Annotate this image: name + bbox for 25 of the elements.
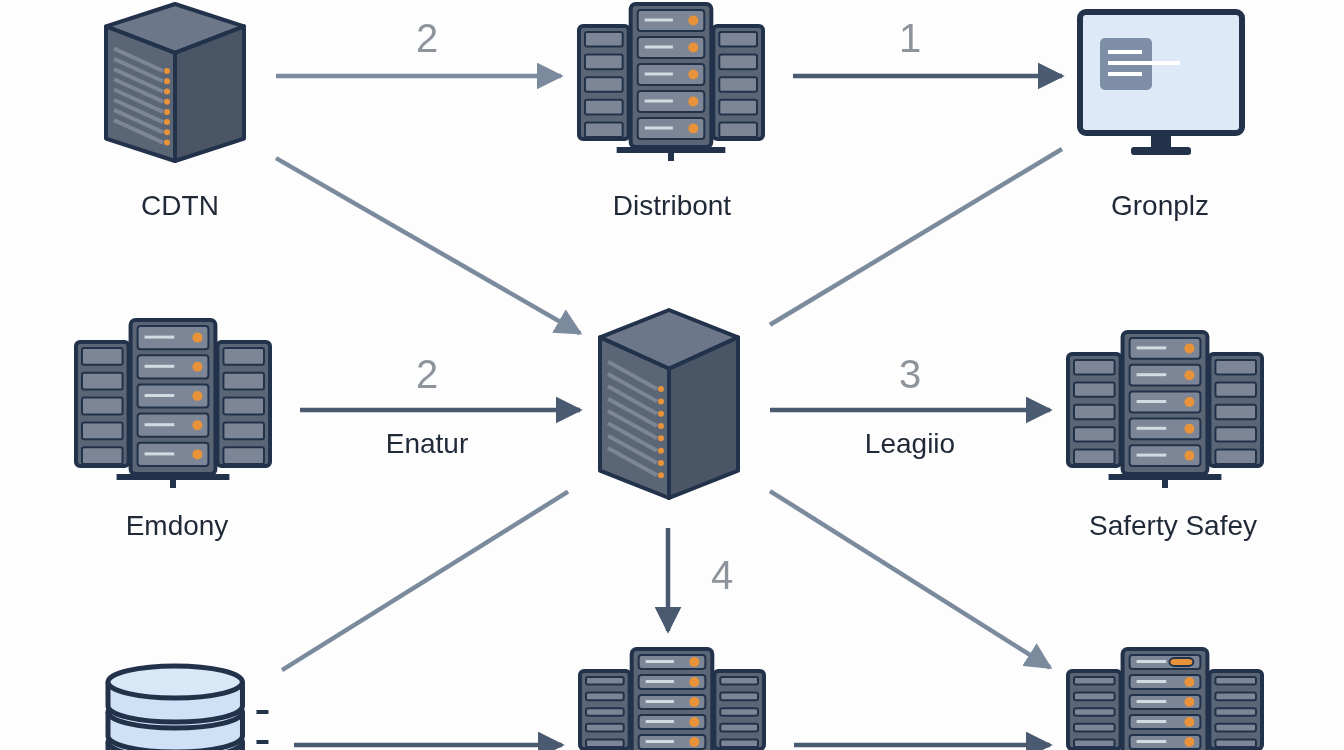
node-caption: Saferty Safey [1088, 510, 1258, 542]
edge-label: 4 [710, 552, 734, 598]
arrow [794, 731, 1053, 750]
arrow [274, 156, 583, 336]
node-caption: Emdony [125, 510, 229, 542]
edge-label: 2 [415, 15, 439, 61]
arrow [300, 396, 583, 424]
edge-label: 1 [898, 15, 922, 61]
connector-line [280, 489, 570, 672]
text-label: Leagiio [864, 428, 956, 460]
arrow [294, 731, 565, 750]
arrow [276, 62, 564, 90]
arrow [793, 62, 1065, 90]
node-caption: CDTN [141, 190, 219, 222]
server-rack-icon [1064, 645, 1266, 750]
edge-label: 3 [898, 351, 922, 397]
arrow [654, 528, 682, 634]
text-label: Enatur [385, 428, 469, 460]
node-caption: Gronplz [1111, 190, 1209, 222]
edge-label: 2 [415, 351, 439, 397]
node-caption: Distribont [612, 190, 732, 222]
arrow [768, 489, 1053, 670]
server-rack-icon [576, 645, 768, 750]
arrow [770, 396, 1053, 424]
connector-line [768, 147, 1064, 327]
